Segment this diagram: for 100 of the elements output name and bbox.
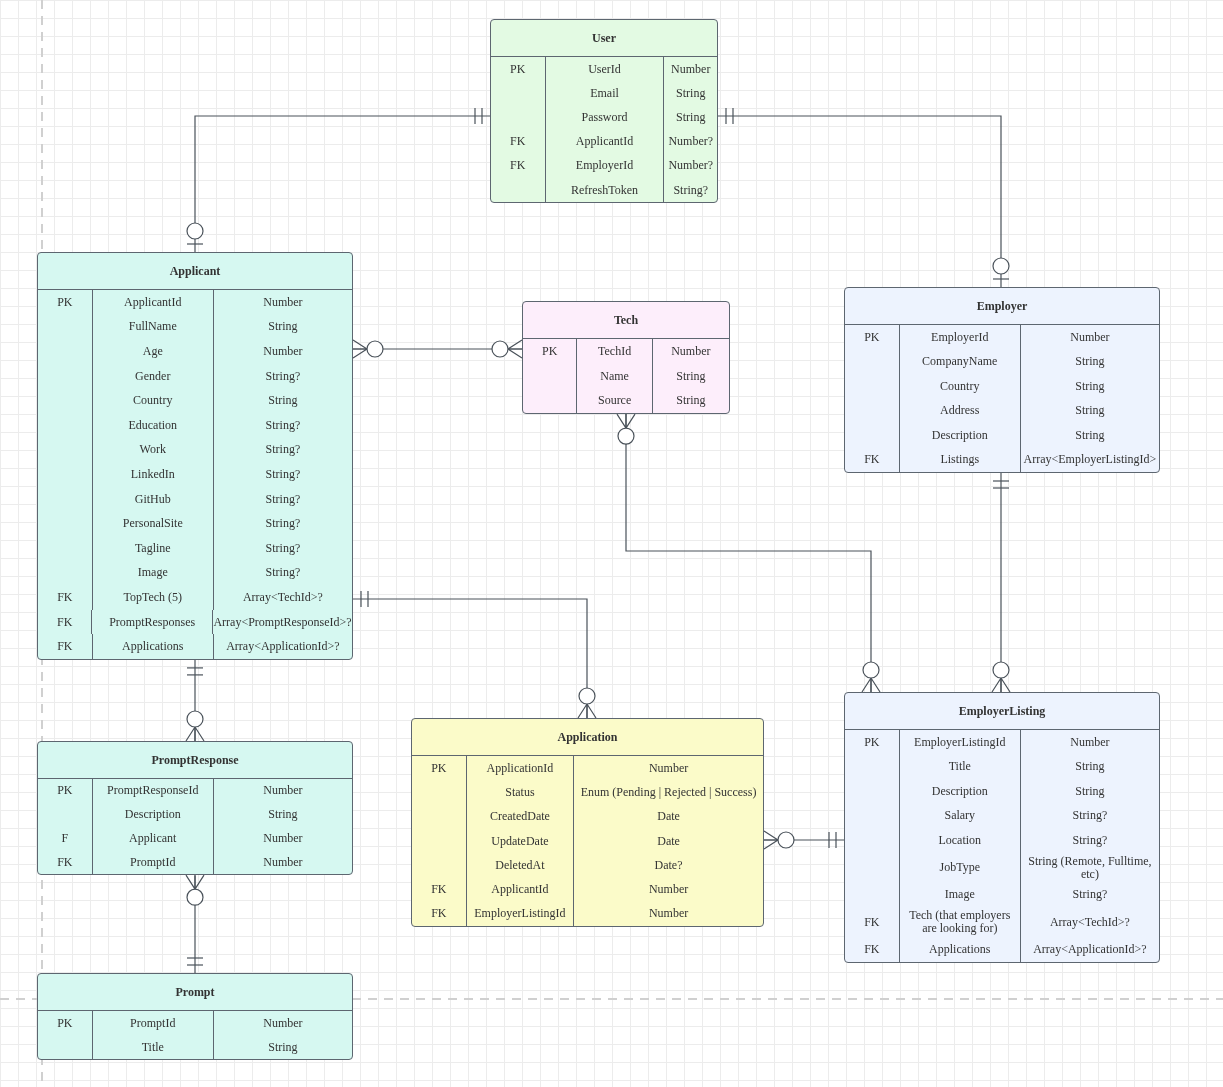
entity-name: Tech	[613, 312, 639, 328]
field-name: Gender	[91, 363, 213, 389]
field-type: String	[651, 388, 729, 414]
field-type: String	[1019, 398, 1159, 423]
relationship-line	[352, 591, 597, 719]
key-label: PK	[541, 342, 559, 360]
field-name: Email	[544, 81, 664, 106]
key-label: FK	[509, 133, 527, 151]
field-type: String?	[212, 437, 352, 463]
entity-table	[490, 19, 718, 204]
key-label: PK	[56, 1014, 74, 1032]
field-name: Tech (that employers are looking for)	[898, 907, 1020, 937]
field-type: Date	[573, 804, 763, 829]
field-name: GitHub	[91, 486, 213, 512]
field-name: Description	[898, 779, 1020, 804]
field-name: ApplicantId	[465, 877, 574, 902]
field-type: String	[1019, 374, 1159, 399]
field-name: CompanyName	[898, 349, 1020, 374]
entity-table	[37, 741, 353, 876]
field-type: String?	[212, 560, 352, 586]
field-type: String?	[212, 363, 352, 389]
field-name: ApplicantId	[91, 290, 213, 315]
key-label: FK	[509, 157, 527, 175]
key-label: FK	[56, 638, 74, 656]
field-type: Date?	[573, 853, 763, 878]
field-name: UserId	[544, 57, 664, 82]
relationship-line	[185, 874, 205, 974]
relationship-line	[186, 108, 491, 253]
field-name: Description	[898, 423, 1020, 448]
field-name: Source	[576, 388, 652, 414]
key-label: FK	[56, 588, 74, 606]
field-name: JobType	[898, 852, 1020, 883]
field-name: EmployerId	[544, 153, 664, 178]
field-name: Title	[91, 1035, 213, 1059]
field-type: Number?	[663, 129, 717, 154]
field-name: Country	[898, 374, 1020, 399]
field-type: String	[1019, 423, 1159, 448]
field-type: Number	[663, 57, 717, 82]
field-name: Applicant	[91, 826, 213, 851]
field-type: Enum (Pending | Rejected | Success)	[573, 780, 763, 805]
key-label: FK	[430, 881, 448, 899]
field-type: String	[1019, 779, 1159, 804]
field-type: String	[212, 314, 352, 340]
field-type: Number	[212, 850, 352, 875]
field-type: String	[1019, 754, 1159, 779]
field-type: String?	[212, 412, 352, 438]
field-name: Work	[91, 437, 213, 463]
entity-table	[37, 252, 353, 660]
field-name: RefreshToken	[544, 177, 664, 203]
relationship-line	[991, 472, 1011, 693]
field-name: PromptId	[91, 850, 213, 875]
field-name: EmployerId	[898, 325, 1020, 350]
entity-name: Prompt	[175, 984, 215, 1000]
entity-name: EmployerListing	[958, 703, 1046, 719]
field-type: String?	[212, 486, 352, 512]
entity-name: Application	[557, 729, 618, 745]
field-type: Array<EmployerListingId>	[1019, 447, 1159, 472]
relationship-line	[717, 108, 1010, 288]
field-name: PromptResponses	[91, 609, 212, 635]
field-type: Array<TechId>?	[212, 585, 352, 610]
field-type: String	[651, 363, 729, 389]
field-type: Array<PromptResponseId>?	[212, 609, 352, 635]
field-type: Date	[573, 828, 763, 854]
key-label: PK	[56, 293, 74, 311]
field-type: String?	[212, 462, 352, 487]
field-type: Number	[212, 339, 352, 364]
field-name: Country	[91, 388, 213, 413]
field-name: ApplicantId	[544, 129, 664, 154]
field-name: UpdateDate	[465, 828, 574, 854]
field-name: CreatedDate	[465, 804, 574, 829]
key-label: PK	[863, 733, 881, 751]
field-type: String	[663, 105, 717, 130]
field-type: String (Remote, Fulltime, etc)	[1019, 852, 1159, 883]
field-type: String?	[1019, 803, 1159, 828]
field-name: Description	[91, 802, 213, 827]
field-type: String?	[663, 177, 717, 203]
field-name: ApplicationId	[465, 756, 574, 781]
field-name: Status	[465, 780, 574, 805]
field-name: Name	[576, 363, 652, 389]
field-name: Image	[898, 882, 1020, 907]
entity-table	[522, 301, 730, 415]
entity-table	[844, 692, 1160, 963]
field-type: String	[212, 1035, 352, 1059]
field-name: Listings	[898, 447, 1020, 472]
field-name: EmployerListingId	[898, 730, 1020, 755]
field-name: Applications	[898, 937, 1020, 962]
field-type: String?	[212, 535, 352, 561]
field-name: Education	[91, 412, 213, 438]
key-label: PK	[863, 328, 881, 346]
field-type: String?	[212, 511, 352, 536]
field-type: Number	[212, 1011, 352, 1035]
field-name: EmployerListingId	[465, 901, 574, 927]
entity-name: PromptResponse	[151, 752, 239, 768]
field-name: PromptResponseId	[91, 779, 213, 803]
entity-name: Employer	[976, 298, 1028, 314]
field-name: Salary	[898, 803, 1020, 828]
key-label: FK	[863, 940, 881, 958]
key-label: PK	[56, 782, 74, 800]
field-name: Location	[898, 828, 1020, 853]
field-type: Array<ApplicationId>?	[212, 634, 352, 659]
